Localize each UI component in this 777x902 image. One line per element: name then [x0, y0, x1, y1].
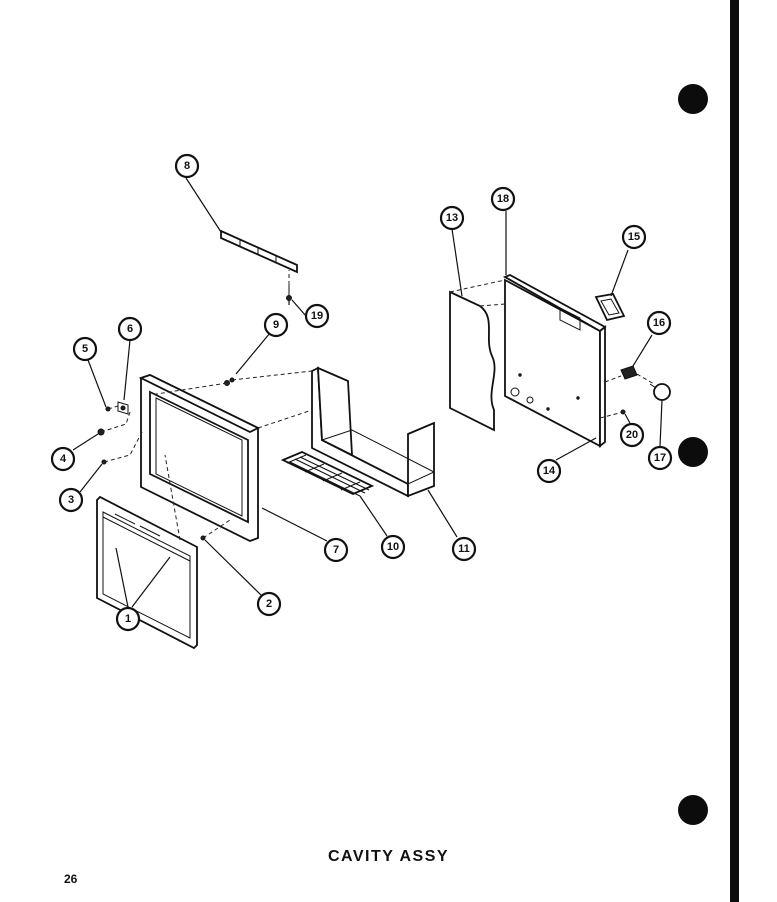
callout-6: 6	[117, 316, 143, 342]
punch-hole-middle	[678, 437, 708, 467]
callout-18: 18	[490, 186, 516, 212]
svg-text:3: 3	[68, 494, 74, 506]
callout-15: 15	[621, 224, 647, 250]
part-19-screw	[286, 285, 292, 301]
part-11-channel	[311, 366, 436, 498]
svg-text:8: 8	[184, 160, 190, 172]
callout-16: 16	[646, 310, 672, 336]
svg-text:2: 2	[266, 598, 272, 610]
assembly-lines	[100, 270, 655, 541]
callout-11: 11	[451, 536, 477, 562]
svg-text:14: 14	[543, 465, 556, 477]
callout-7: 7	[323, 537, 349, 563]
callout-5: 5	[72, 336, 98, 362]
leader-lines	[72, 177, 663, 608]
callout-9: 9	[263, 312, 289, 338]
svg-text:15: 15	[628, 231, 640, 243]
callout-1: 1	[115, 606, 141, 632]
part-17-lamp	[649, 383, 671, 401]
leader-19	[291, 299, 307, 317]
page-title: CAVITY ASSY	[327, 848, 450, 865]
svg-text:6: 6	[127, 323, 133, 335]
part-1-panel	[96, 495, 198, 650]
binding-strip	[730, 0, 739, 902]
svg-text:16: 16	[653, 317, 665, 329]
callout-17: 17	[647, 445, 673, 471]
callout-13: 13	[439, 205, 465, 231]
svg-text:4: 4	[60, 453, 67, 465]
part-6-clip	[117, 401, 129, 415]
svg-text:7: 7	[333, 544, 339, 556]
svg-text:13: 13	[446, 212, 458, 224]
svg-text:19: 19	[311, 310, 323, 322]
part-14-rear-panel	[502, 274, 607, 448]
part-15-gasket	[594, 292, 626, 322]
svg-text:11: 11	[458, 543, 470, 555]
svg-text:9: 9	[273, 319, 279, 331]
callout-20: 20	[619, 422, 645, 448]
page-number: 26	[64, 872, 78, 886]
part-7-front-frame	[138, 374, 261, 542]
part-16-socket	[620, 365, 638, 380]
part-8-bracket	[220, 229, 298, 274]
callout-19: 19	[304, 303, 330, 329]
callout-8: 8	[174, 153, 200, 179]
part-13-insulation	[449, 290, 496, 432]
svg-text:20: 20	[626, 429, 638, 441]
punch-hole-top	[678, 84, 708, 114]
punch-hole-bottom	[678, 795, 708, 825]
callout-4: 4	[50, 446, 76, 472]
callout-2: 2	[256, 591, 282, 617]
svg-text:17: 17	[654, 452, 666, 464]
callout-3: 3	[58, 487, 84, 513]
svg-text:10: 10	[387, 541, 399, 553]
svg-text:5: 5	[82, 343, 88, 355]
svg-text:18: 18	[497, 193, 509, 205]
callout-14: 14	[536, 458, 562, 484]
callout-10: 10	[380, 534, 406, 560]
part-10-grille	[280, 451, 375, 497]
svg-text:1: 1	[125, 613, 131, 625]
